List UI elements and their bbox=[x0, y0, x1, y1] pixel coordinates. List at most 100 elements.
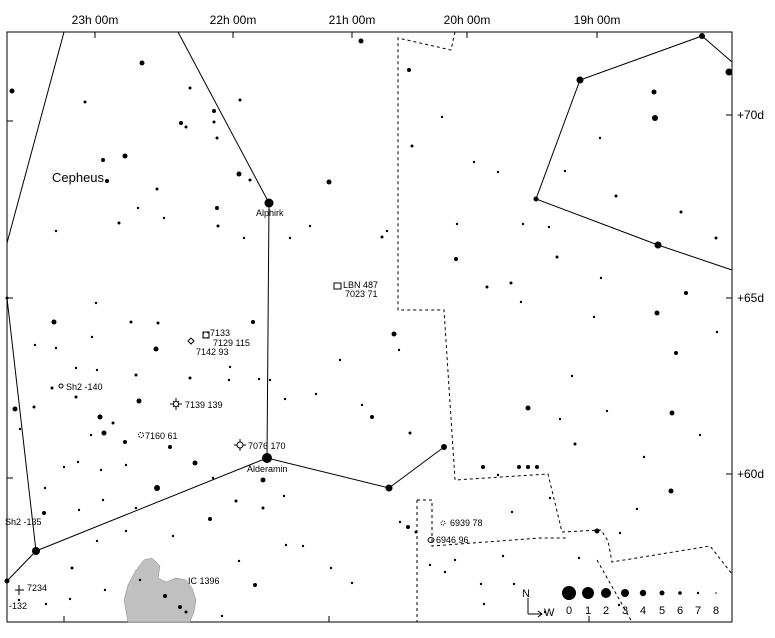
label-7160: 7160 61 bbox=[145, 431, 178, 441]
constellation-boundaries bbox=[397, 31, 733, 623]
star bbox=[482, 602, 486, 606]
ra-label-21h: 21h 00m bbox=[329, 13, 376, 27]
star bbox=[212, 109, 216, 113]
star bbox=[329, 566, 333, 570]
star bbox=[699, 33, 705, 39]
dec-label-65: +65d bbox=[737, 291, 764, 305]
label-7133: 7133 bbox=[210, 328, 230, 338]
star bbox=[548, 496, 552, 500]
mag-dot-3 bbox=[621, 589, 629, 597]
mag-dot-8 bbox=[715, 592, 717, 594]
star bbox=[12, 406, 18, 412]
star bbox=[168, 445, 172, 449]
mag-label-0: 0 bbox=[566, 605, 572, 617]
star bbox=[397, 348, 401, 352]
star bbox=[668, 488, 674, 494]
star bbox=[97, 414, 103, 420]
star bbox=[188, 86, 192, 90]
star bbox=[257, 377, 261, 381]
star bbox=[453, 558, 457, 562]
star-name-alphirk: Alphirk bbox=[256, 208, 284, 218]
star bbox=[51, 319, 57, 325]
star bbox=[62, 465, 66, 469]
mag-label-4: 4 bbox=[640, 605, 646, 617]
star bbox=[90, 335, 94, 339]
star bbox=[547, 225, 551, 229]
mag-label-2: 2 bbox=[603, 605, 609, 617]
star bbox=[326, 179, 332, 185]
star bbox=[410, 144, 414, 148]
star bbox=[525, 405, 531, 411]
star bbox=[76, 460, 80, 464]
star bbox=[563, 169, 567, 173]
mag-label-1: 1 bbox=[585, 605, 591, 617]
ra-axis: 23h 00m 22h 00m 21h 00m 20h 00m 19h 00m bbox=[63, 13, 620, 622]
star bbox=[237, 559, 241, 563]
star bbox=[162, 216, 166, 220]
star bbox=[407, 68, 411, 72]
star bbox=[605, 409, 609, 413]
star bbox=[215, 206, 219, 210]
star bbox=[594, 528, 600, 534]
star bbox=[510, 510, 514, 514]
star bbox=[184, 610, 188, 614]
star bbox=[454, 257, 458, 261]
star bbox=[83, 100, 87, 104]
star bbox=[124, 529, 128, 533]
star bbox=[54, 346, 58, 350]
star bbox=[89, 433, 93, 437]
star bbox=[153, 346, 159, 352]
star bbox=[33, 343, 37, 347]
star bbox=[215, 136, 219, 140]
constellation-lines bbox=[6, 31, 733, 582]
star bbox=[398, 520, 402, 524]
star bbox=[264, 198, 274, 208]
star bbox=[163, 594, 167, 598]
ic1396-nebula-shape bbox=[123, 557, 197, 623]
star bbox=[617, 603, 621, 607]
constellation-name-label: Cepheus bbox=[52, 170, 105, 185]
star bbox=[558, 417, 562, 421]
star bbox=[9, 88, 15, 94]
star bbox=[17, 598, 21, 602]
dec-axis: +70d +65d +60d bbox=[7, 108, 764, 481]
star bbox=[652, 115, 658, 121]
star bbox=[77, 508, 81, 512]
star bbox=[440, 115, 444, 119]
magnitude-scale: 0 1 2 3 4 5 6 7 8 bbox=[562, 586, 719, 617]
star bbox=[485, 285, 489, 289]
star bbox=[308, 224, 312, 228]
mag-dot-5 bbox=[659, 590, 665, 596]
compass: N W bbox=[522, 588, 555, 619]
star bbox=[248, 178, 252, 182]
star bbox=[136, 206, 140, 210]
mag-label-8: 8 bbox=[713, 605, 719, 617]
deep-sky-symbols bbox=[15, 282, 446, 595]
star bbox=[212, 120, 216, 124]
star bbox=[509, 281, 513, 285]
star bbox=[117, 221, 121, 225]
star bbox=[5, 296, 9, 300]
star bbox=[50, 386, 54, 390]
galaxy-symbol-6946 bbox=[427, 537, 435, 543]
star bbox=[111, 421, 115, 425]
cluster-symbol-6939 bbox=[440, 520, 446, 526]
star bbox=[70, 566, 74, 570]
star bbox=[598, 136, 602, 140]
nebula-symbol-sh2-140 bbox=[58, 383, 64, 389]
star bbox=[43, 486, 47, 490]
mag-dot-1 bbox=[582, 587, 594, 599]
star bbox=[123, 440, 127, 444]
mag-label-6: 6 bbox=[677, 605, 683, 617]
star bbox=[171, 534, 175, 538]
star bbox=[642, 455, 646, 459]
cluster-symbol-7133 bbox=[202, 331, 210, 339]
star bbox=[220, 614, 224, 618]
mag-label-7: 7 bbox=[695, 605, 701, 617]
star bbox=[669, 410, 675, 416]
star bbox=[519, 300, 523, 304]
label-7142: 7142 93 bbox=[196, 347, 229, 357]
star bbox=[301, 544, 305, 548]
star bbox=[283, 397, 287, 401]
